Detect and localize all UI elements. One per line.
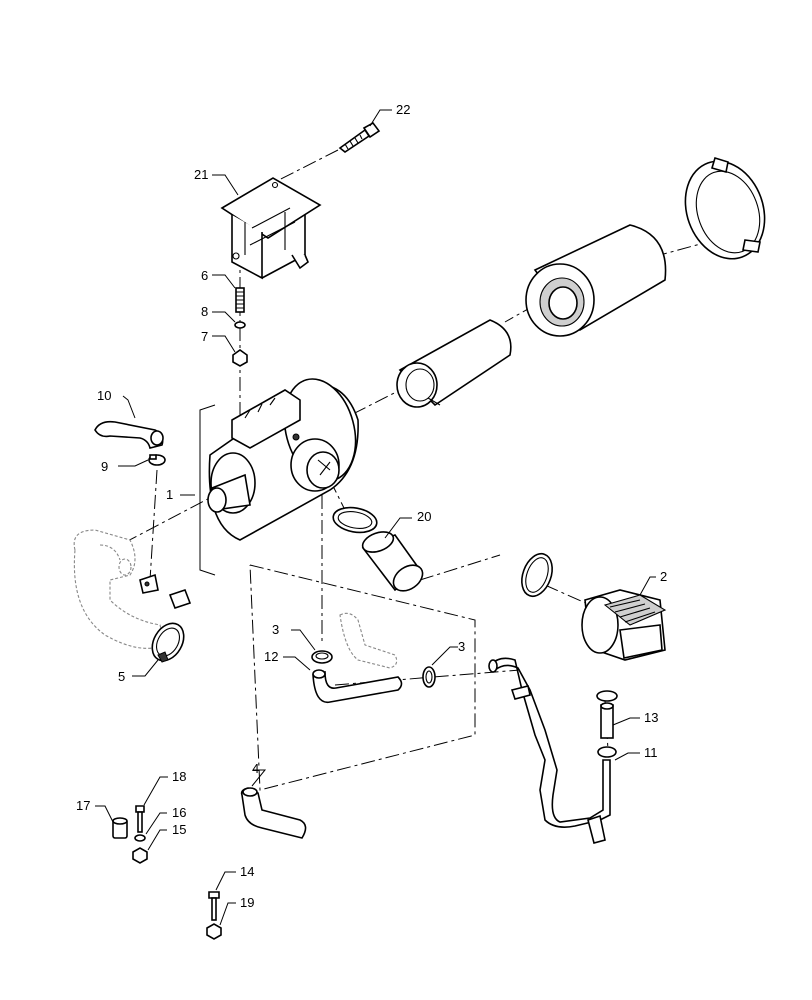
callout-16: 16 bbox=[172, 805, 186, 820]
nut-7 bbox=[232, 349, 248, 367]
bolt-22 bbox=[338, 121, 381, 153]
callout-17: 17 bbox=[76, 798, 90, 813]
inner-filter-element bbox=[396, 319, 512, 408]
callout-21: 21 bbox=[194, 167, 208, 182]
outer-filter-element bbox=[525, 224, 667, 337]
callout-9: 9 bbox=[101, 459, 108, 474]
callout-3-right: 3 bbox=[458, 639, 465, 654]
callout-22: 22 bbox=[396, 102, 410, 117]
bolt-14 bbox=[208, 891, 220, 921]
clamp-3a bbox=[311, 650, 333, 664]
clamp-outlet-b bbox=[521, 552, 553, 598]
callout-18: 18 bbox=[172, 769, 186, 784]
callout-labels: 22 21 6 8 7 10 9 1 5 20 2 3 3 12 4 13 11… bbox=[76, 102, 667, 910]
hose-13 bbox=[596, 690, 618, 739]
callout-12: 12 bbox=[264, 649, 278, 664]
hose-10 bbox=[94, 420, 164, 449]
callout-14: 14 bbox=[240, 864, 254, 879]
callout-3-left: 3 bbox=[272, 622, 279, 637]
clamp-11 bbox=[597, 746, 617, 758]
leader-lines bbox=[95, 109, 656, 926]
hose-4 bbox=[240, 787, 307, 839]
elbow-hose-20 bbox=[361, 531, 424, 592]
stud-6 bbox=[235, 287, 245, 313]
vacuator-valve bbox=[139, 573, 192, 610]
callout-20: 20 bbox=[417, 509, 431, 524]
nut-15 bbox=[132, 847, 148, 864]
clamp-outlet-a bbox=[332, 506, 378, 534]
washer-16 bbox=[134, 834, 146, 842]
spacer-17 bbox=[112, 817, 128, 839]
washer-8 bbox=[234, 321, 246, 329]
callout-4: 4 bbox=[252, 761, 259, 776]
hose-12 bbox=[312, 669, 403, 704]
bolt-18 bbox=[135, 805, 145, 833]
callout-7: 7 bbox=[201, 329, 208, 344]
intake-pipe-reference bbox=[73, 529, 166, 649]
ghost-hose bbox=[339, 612, 398, 669]
callout-19: 19 bbox=[240, 895, 254, 910]
mounting-bracket bbox=[220, 177, 322, 280]
callout-11: 11 bbox=[644, 745, 658, 760]
clamp-3b bbox=[422, 666, 436, 688]
callout-8: 8 bbox=[201, 304, 208, 319]
callout-13: 13 bbox=[644, 710, 658, 725]
callout-5: 5 bbox=[118, 669, 125, 684]
nut-19 bbox=[206, 923, 222, 940]
callout-1: 1 bbox=[166, 487, 173, 502]
callout-10: 10 bbox=[97, 388, 111, 403]
callout-2: 2 bbox=[660, 569, 667, 584]
housing-brace bbox=[199, 404, 216, 576]
outlet-adapter-2 bbox=[581, 589, 667, 661]
callout-15: 15 bbox=[172, 822, 186, 837]
clamp-5 bbox=[151, 622, 185, 663]
vent-tube bbox=[488, 657, 611, 844]
end-cover bbox=[684, 156, 766, 260]
clamp-9 bbox=[148, 454, 166, 466]
air-cleaner-housing bbox=[207, 378, 359, 541]
callout-6: 6 bbox=[201, 268, 208, 283]
